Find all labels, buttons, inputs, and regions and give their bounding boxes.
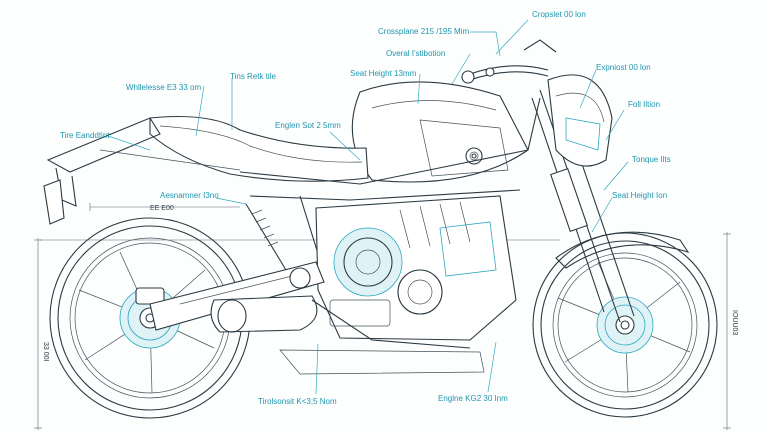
- callout-engine-bottom: Englne KG2 30 Inm: [438, 394, 508, 403]
- tank-emblem-icon: [471, 153, 477, 159]
- exhaust: [210, 295, 485, 375]
- dimension-right-height: IOUU03: [731, 310, 738, 335]
- rear-shock: [245, 203, 287, 271]
- callout-tire-rear-top: Tins Retk tile: [230, 72, 276, 81]
- callout-tire-left: Tire Eanddtint: [60, 131, 110, 140]
- engine: [315, 195, 517, 341]
- tail-section: [43, 117, 241, 225]
- dimension-left-height: 33 00I: [42, 342, 49, 362]
- callout-seat-height-top: Seat Height 13mm: [350, 69, 417, 78]
- callout-overall: Overal I'stibotion: [386, 49, 445, 58]
- callout-torque: Tonque Ilts: [632, 155, 671, 164]
- callout-assembler: Aesnamner I3no: [160, 191, 219, 200]
- dimension-rear-length: EE E00: [150, 205, 174, 212]
- callout-labels: Crossplane 215 /195 Mim Cropslet 00 lon …: [60, 10, 671, 406]
- dimension-labels: EE E00 33 00I IOUU03: [42, 205, 738, 362]
- callout-exhaust-right: Expniost 00 lon: [596, 63, 651, 72]
- callout-seat-height-right: Seat Height Ion: [612, 191, 667, 200]
- leader-lines: [107, 19, 629, 395]
- front-fender: [555, 231, 690, 269]
- callout-engine-seat: Englen Sot 2 5mm: [275, 121, 341, 130]
- fuel-tank: [351, 81, 529, 183]
- callout-wheelbase: Whllelesse E3 33 om: [126, 83, 201, 92]
- callout-trackwidth: Tirolsonsit K<3;5 Nom: [258, 397, 337, 406]
- handlebars: [461, 39, 557, 84]
- callout-fuel-right: Foll Iltion: [628, 100, 660, 109]
- front-wheel: [532, 232, 718, 418]
- callout-crossplane: Crossplane 215 /195 Mim: [378, 27, 469, 36]
- headlight-cowl: [547, 74, 613, 167]
- callout-crossplane-top: Cropslet 00 lon: [532, 10, 586, 19]
- swingarm: [149, 261, 325, 331]
